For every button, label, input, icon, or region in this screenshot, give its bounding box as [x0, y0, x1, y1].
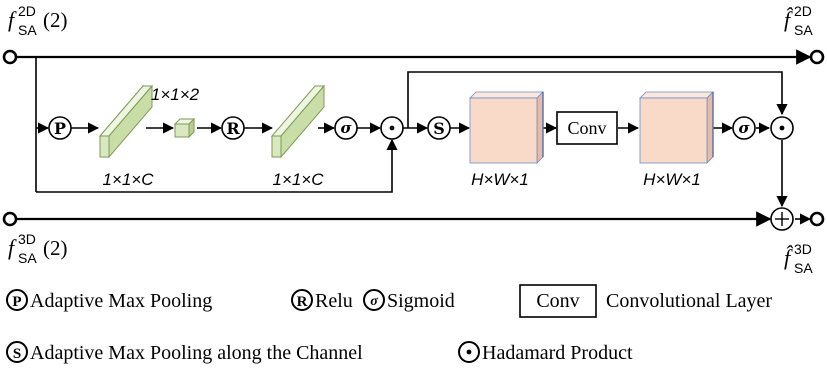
f2d-out-sup: 2D — [794, 3, 812, 19]
legend-item-conv: Conv Convolutional Layer — [519, 284, 772, 318]
f2d-out-sub: SA — [794, 22, 813, 38]
op-relu-label: R — [226, 119, 240, 138]
legend-item-spatial: S Adaptive Max Pooling along the Channel — [6, 341, 363, 364]
output-2d-node — [809, 49, 825, 65]
hadamard-dot-icon — [466, 349, 472, 355]
f3d-in-sub: SA — [18, 250, 37, 266]
legend-pool-symbol: P — [12, 294, 21, 310]
op-pool-label: P — [54, 119, 66, 138]
input-2d-node — [2, 49, 18, 65]
f2d-out-symbol: f̂ — [784, 7, 794, 32]
legend-spatial-text: Adaptive Max Pooling along the Channel — [30, 342, 363, 364]
op-pool: P — [48, 116, 72, 140]
label-f3d-in: f SA 3D (2) — [8, 231, 68, 266]
f3d-in-arg: (2) — [43, 236, 68, 260]
legend-item-relu: R Relu — [291, 289, 353, 312]
conv-block: Conv — [556, 111, 618, 145]
dim-label-1x1xc-b: 1×1×C — [272, 170, 324, 189]
spatial-pool-icon — [6, 341, 28, 363]
dim-label-hxwx1-a: H×W×1 — [471, 170, 529, 189]
stream-2d — [2, 49, 825, 65]
output-3d-node — [809, 211, 825, 227]
op-spatial-label: S — [433, 119, 445, 138]
spatial-block-2 — [639, 91, 714, 164]
f2d-in-symbol: f — [8, 7, 17, 32]
legend-sigmoid-text: Sigmoid — [387, 290, 455, 312]
legend: P Adaptive Max Pooling R Relu σ Sigmoid … — [6, 284, 772, 364]
hadamard-dot-icon — [389, 125, 395, 131]
legend-sigmoid-symbol: σ — [370, 294, 378, 309]
dim-label-1x1xc-a: 1×1×C — [102, 170, 154, 189]
sigmoid-icon — [363, 289, 385, 311]
f3d-in-symbol: f — [8, 235, 17, 260]
channel-block-2 — [270, 84, 326, 159]
f2d-in-arg: (2) — [43, 8, 68, 32]
legend-item-pool: P Adaptive Max Pooling — [6, 289, 212, 312]
op-sigmoid-2-label: σ — [738, 119, 750, 137]
spatial-block-1 — [469, 91, 544, 164]
op-relu: R — [221, 116, 245, 140]
legend-conv-text: Convolutional Layer — [606, 290, 772, 312]
pool-icon — [6, 289, 28, 311]
relu-icon — [291, 289, 313, 311]
legend-relu-symbol: R — [297, 294, 308, 310]
op-sigmoid-1-label: σ — [340, 119, 352, 137]
op-sigmoid-1: σ — [334, 116, 358, 140]
conv-box-icon — [519, 284, 597, 318]
f2d-in-sub: SA — [18, 22, 37, 38]
legend-conv-box-text: Conv — [536, 290, 579, 312]
op-hadamard-2 — [770, 116, 794, 140]
f3d-out-sup: 3D — [794, 241, 812, 257]
label-f3d-out: f̂ SA 3D — [784, 241, 813, 276]
conv-label: Conv — [567, 118, 606, 138]
legend-item-sigmoid: σ Sigmoid — [363, 289, 455, 312]
op-spatial-pool: S — [427, 116, 451, 140]
channel-block-small — [173, 117, 196, 139]
dim-label-1x1x2: 1×1×2 — [151, 85, 200, 104]
hadamard-dot-icon — [779, 125, 785, 131]
legend-pool-text: Adaptive Max Pooling — [30, 290, 212, 312]
legend-spatial-symbol: S — [13, 346, 21, 362]
f3d-out-symbol: f̂ — [784, 245, 794, 270]
dim-label-hxwx1-b: H×W×1 — [643, 170, 701, 189]
op-add — [770, 207, 794, 231]
input-3d-node — [2, 211, 18, 227]
connectors — [35, 57, 788, 208]
channel-block-1 — [98, 84, 154, 159]
label-f2d-out: f̂ SA 2D — [784, 3, 813, 38]
legend-hadamard-text: Hadamard Product — [482, 342, 633, 364]
op-hadamard-1 — [380, 116, 404, 140]
legend-item-hadamard: Hadamard Product — [458, 341, 633, 364]
f3d-out-sub: SA — [794, 260, 813, 276]
op-sigmoid-2: σ — [732, 116, 756, 140]
legend-relu-text: Relu — [315, 290, 353, 312]
label-f2d-in: f SA 2D (2) — [8, 3, 68, 38]
f3d-in-sup: 3D — [18, 231, 36, 247]
f2d-in-sup: 2D — [18, 3, 36, 19]
stream-3d — [2, 211, 825, 227]
